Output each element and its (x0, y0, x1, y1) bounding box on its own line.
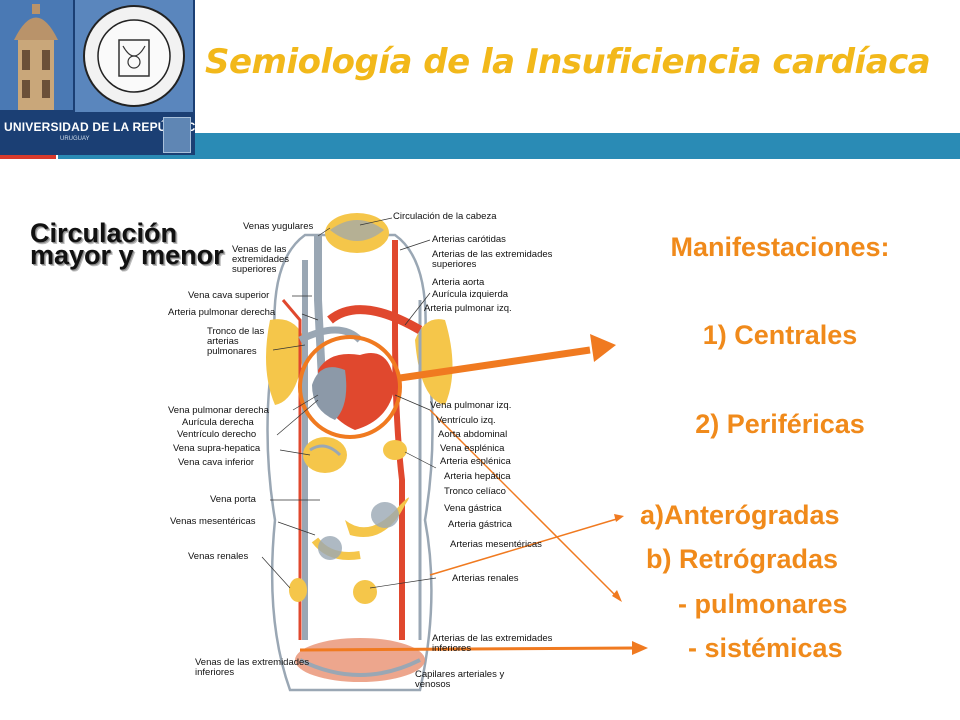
university-tower-photo (0, 0, 73, 110)
label-tronco-celiaco: Tronco celíaco (444, 486, 506, 497)
label-circulacion-cabeza: Circulación de la cabeza (393, 211, 497, 222)
label-vena-gastrica: Vena gástrica (444, 503, 502, 514)
manifestaciones-centrales: 1) Centrales (702, 320, 858, 350)
manifestaciones-perifericas: 2) Periféricas (695, 409, 865, 439)
manifestaciones-pulmonares: - pulmonares (678, 589, 848, 619)
label-venas-renales: Venas renales (188, 551, 249, 562)
label-vena-cava-inferior: Vena cava inferior (178, 457, 255, 468)
label-aorta-abdominal: Aorta abdominal (438, 429, 508, 440)
label-arterias-ext-inf: Arterias de las extremidades inferiores (432, 633, 553, 654)
label-arterias-mesentericas: Arterias mesentéricas (450, 539, 542, 550)
label-vena-porta: Vena porta (210, 494, 256, 505)
label-vena-cava-superior: Vena cava superior (188, 290, 270, 301)
label-arteria-hepatica: Arteria hepática (444, 471, 511, 482)
label-ventriculo-izq: Ventrículo izq. (436, 415, 496, 426)
accent-bar-red (0, 155, 56, 159)
faculty-seal (75, 0, 193, 112)
manifestaciones-heading: Manifestaciones: (670, 232, 890, 262)
title-underline-bar (195, 133, 960, 159)
label-arteria-gastrica: Arteria gástrica (448, 519, 512, 530)
label-capilares: Capilares arteriales y venosos (415, 669, 505, 690)
label-auricula-derecha: Aurícula derecha (182, 417, 254, 428)
manifestaciones-sistemicas: - sistémicas (688, 633, 843, 663)
label-venas-mesentericas: Venas mesentéricas (170, 516, 256, 527)
university-logo-icon (163, 117, 191, 153)
label-arterias-ext-sup: Arterias de las extremidades superiores (432, 249, 553, 270)
accent-bar-blue (58, 155, 195, 159)
label-arteria-pulmonar-izq: Arteria pulmonar izq. (424, 303, 512, 314)
university-band (0, 112, 195, 155)
slide-title: Semiología de la Insuficiencia cardíaca (205, 42, 931, 82)
label-ventriculo-derecho: Ventrículo derecho (177, 429, 257, 440)
label-auricula-izquierda: Aurícula izquierda (432, 289, 509, 300)
label-vena-supra-hepatica: Vena supra-hepatica (173, 443, 261, 454)
label-arteria-esplenica: Arteria esplénica (440, 456, 511, 467)
label-arteria-aorta: Arteria aorta (432, 277, 485, 288)
label-arterias-renales: Arterias renales (452, 573, 519, 584)
university-name: UNIVERSIDAD DE LA REPÚBLICA (4, 120, 205, 134)
label-vena-esplenica: Vena esplénica (440, 443, 505, 454)
label-tronco-arterias-pulmonares: Tronco de las arterias pulmonares (207, 326, 265, 357)
header-logo-block: UNIVERSIDAD DE LA REPÚBLICA URUGUAY (0, 0, 204, 155)
diagram-title: Circulación mayor y menor (30, 218, 224, 270)
label-vena-pulmonar-izq: Vena pulmonar izq. (430, 400, 512, 411)
label-arteria-pulmonar-derecha: Arteria pulmonar derecha (168, 307, 276, 318)
manifestaciones-retrogradas: b) Retrógradas (646, 544, 839, 574)
university-country: URUGUAY (60, 136, 90, 142)
label-venas-ext-inf: Venas de las extremidades inferiores (195, 657, 310, 678)
label-arterias-carotidas: Arterias carótidas (432, 234, 506, 245)
label-venas-ext-sup: Venas de las extremidades superiores (232, 244, 290, 275)
label-venas-yugulares: Venas yugulares (243, 221, 314, 232)
label-vena-pulmonar-derecha: Vena pulmonar derecha (168, 405, 269, 416)
manifestaciones-anterogradas: a)Anterógradas (640, 500, 840, 530)
